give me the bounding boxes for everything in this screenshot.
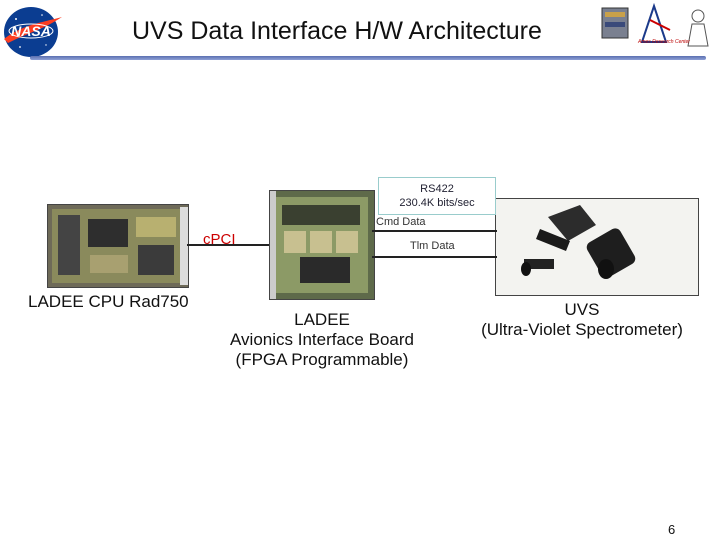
ames-logo-group: Ames Research Center <box>594 2 716 56</box>
avionics-board-image <box>269 190 375 300</box>
page-number: 6 <box>668 522 676 537</box>
tlm-data-label: Tlm Data <box>410 240 455 252</box>
uvs-caption: UVS (Ultra-Violet Spectrometer) <box>472 300 692 340</box>
cpu-caption: LADEE CPU Rad750 <box>28 292 189 311</box>
cpci-line <box>187 244 269 246</box>
spacecraft-icon <box>601 2 709 47</box>
tlm-data-line <box>372 256 497 258</box>
nasa-logo: NASA <box>4 7 62 57</box>
title-underline <box>30 56 706 60</box>
rs422-rate: 230.4K bits/sec <box>399 197 475 209</box>
uvs-caption-line: UVS <box>564 300 600 319</box>
avionics-caption-line: (FPGA Programmable) <box>235 350 409 369</box>
cmd-data-label: Cmd Data <box>376 216 426 228</box>
cpu-board-image <box>47 204 189 288</box>
avionics-caption-line: Avionics Interface Board <box>230 330 414 349</box>
rs422-info-box: RS422 230.4K bits/sec <box>378 177 496 215</box>
page-title: UVS Data Interface H/W Architecture <box>132 17 542 45</box>
cpci-label: cPCI <box>203 231 236 248</box>
cmd-data-line <box>372 230 497 232</box>
avionics-caption-line: LADEE <box>294 310 350 329</box>
ames-logo-text: Ames Research Center <box>638 39 690 45</box>
nasa-logo-text: NASA <box>11 23 51 39</box>
uvs-instrument-image <box>495 198 699 296</box>
uvs-caption-line: (Ultra-Violet Spectrometer) <box>481 320 683 339</box>
rs422-label: RS422 <box>420 183 454 195</box>
avionics-caption: LADEE Avionics Interface Board (FPGA Pro… <box>222 310 422 370</box>
